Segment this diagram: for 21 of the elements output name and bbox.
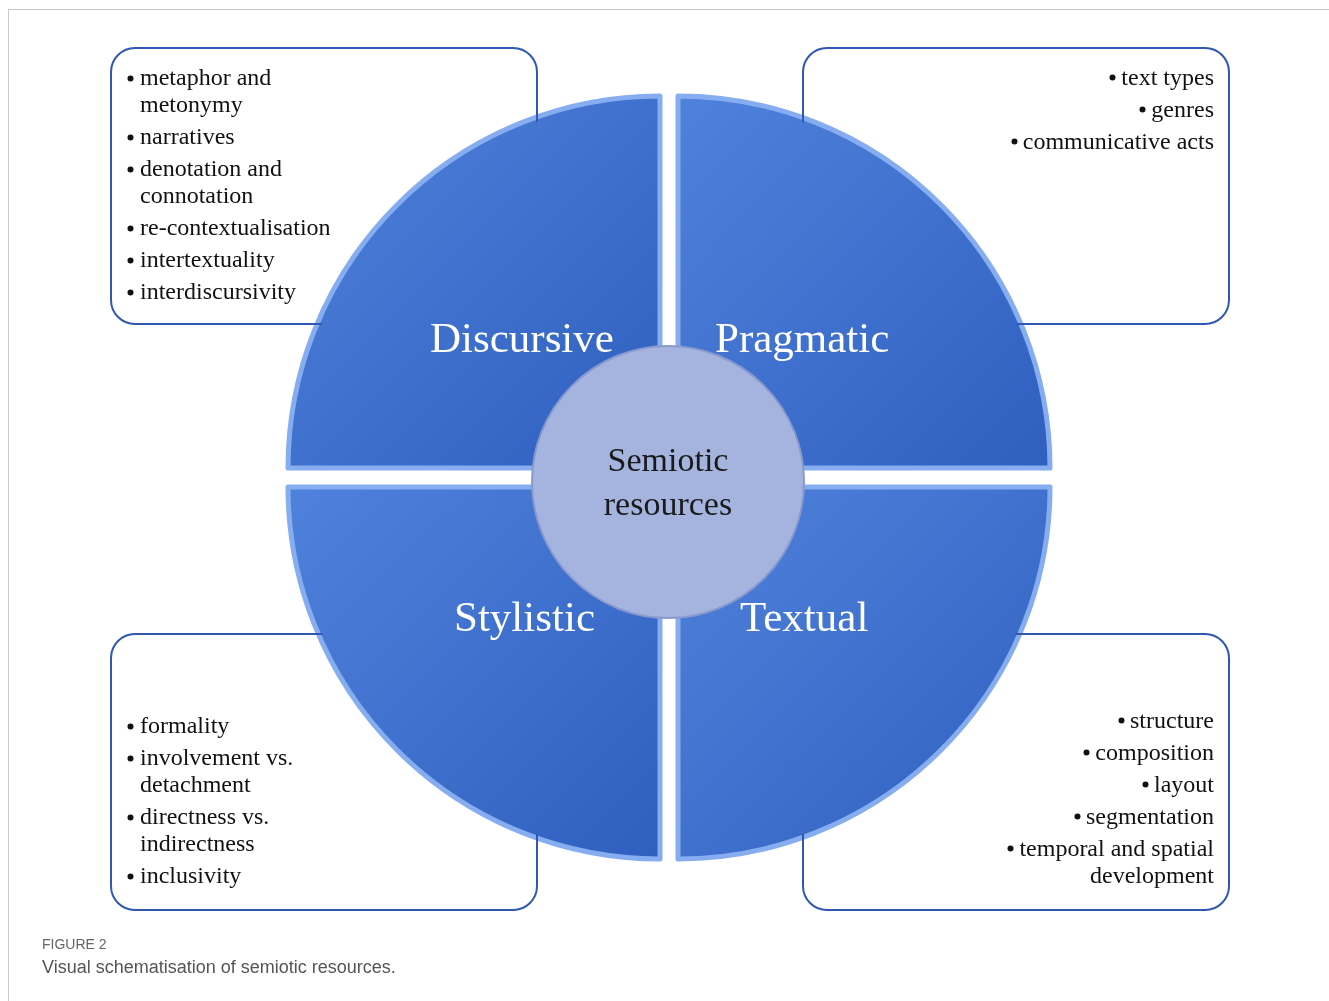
list-item: segmentation — [1086, 803, 1214, 829]
figure-caption: Visual schematisation of semiotic resources. — [42, 957, 396, 978]
list-item: layout — [1154, 771, 1214, 797]
figure-number: FIGURE 2 — [42, 936, 107, 952]
list-item: inclusivity — [140, 862, 242, 888]
list-item: text types — [1121, 64, 1214, 90]
list-item: communicative acts — [1022, 128, 1214, 154]
list-item: structure — [1130, 707, 1214, 733]
list-item: re-contextualisation — [140, 214, 331, 240]
list-item: intertextuality — [140, 246, 275, 272]
quadrant-label: Discursive — [430, 314, 614, 362]
list-item: genres — [1151, 96, 1214, 122]
list-item: formality — [140, 712, 230, 738]
list-item: composition — [1095, 739, 1214, 765]
center-label: Semiotic resources — [602, 440, 734, 524]
list-item: narratives — [140, 123, 235, 149]
quadrant-label: Textual — [740, 593, 869, 641]
list-item: interdiscursivity — [140, 278, 296, 304]
quadrant-label: Stylistic — [454, 593, 595, 641]
quadrant-label: Pragmatic — [715, 314, 890, 362]
list-item: temporal and spatial development — [1019, 835, 1214, 888]
